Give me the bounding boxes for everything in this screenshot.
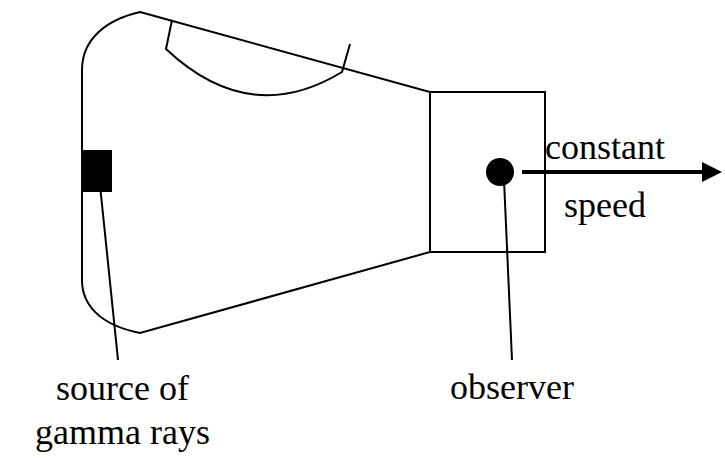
gamma-source	[82, 150, 112, 192]
window-dome	[166, 20, 350, 95]
spacecraft-hull	[82, 12, 430, 333]
observer-dot	[486, 158, 514, 186]
part-label: source of gamma rays	[15, 366, 230, 454]
part-label: observer	[412, 366, 612, 408]
leader-line	[504, 180, 512, 360]
leader-line	[100, 185, 118, 360]
motion-label: constant speed	[515, 118, 695, 234]
velocity-arrow	[522, 170, 718, 174]
